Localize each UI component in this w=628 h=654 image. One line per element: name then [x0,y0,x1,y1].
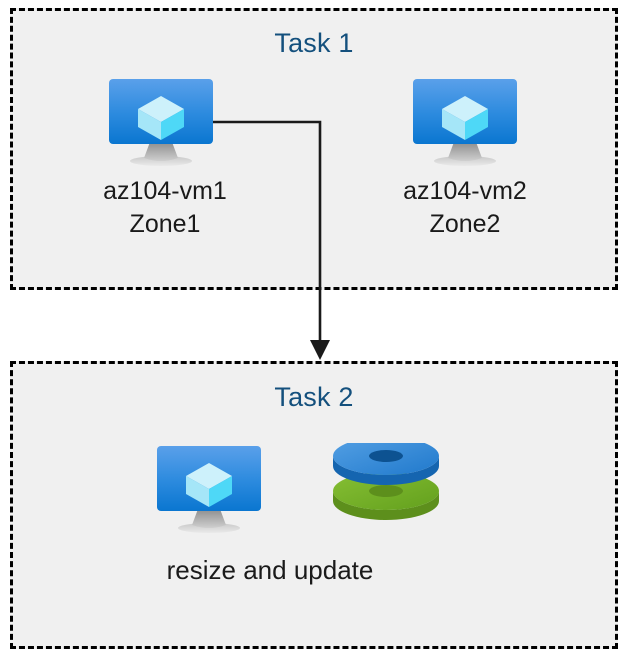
task-2-caption: resize and update [60,554,480,587]
vm1-label: az104-vm1 Zone1 [35,175,295,241]
managed-disks-icon [333,443,439,520]
task-2-caption-text: resize and update [166,555,374,585]
vm2-zone: Zone2 [429,210,501,238]
connector-arrowhead-icon [310,340,330,360]
task-2-container [10,361,618,649]
vm2-name: az104-vm2 [403,177,527,205]
virtual-machine-icon-vm2 [413,79,517,166]
task-2-title: Task 2 [274,382,354,412]
vm2-label: az104-vm2 Zone2 [335,175,595,241]
virtual-machine-icon-vm3 [157,446,261,533]
vm1-zone: Zone1 [129,210,201,238]
virtual-machine-icon-vm1 [109,79,213,166]
vm1-name: az104-vm1 [103,177,227,205]
task-1-title: Task 1 [274,28,354,58]
